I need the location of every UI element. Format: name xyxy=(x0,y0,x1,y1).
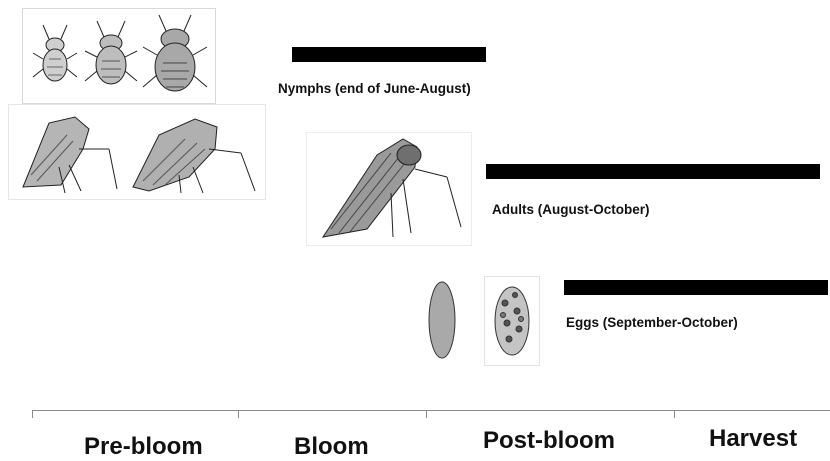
adults-label: Adults (August-October) xyxy=(492,202,650,217)
phase-post-bloom: Post-bloom xyxy=(483,427,615,455)
phase-pre-bloom: Pre-bloom xyxy=(84,433,203,461)
eggs-bar xyxy=(564,280,828,295)
axis-tick xyxy=(426,410,427,418)
phase-axis xyxy=(32,410,830,411)
phase-harvest: Harvest xyxy=(709,425,797,453)
nymphs-bar xyxy=(292,47,486,62)
egg-mass-icon xyxy=(495,287,529,355)
nymph-side-panel xyxy=(8,104,266,200)
nymph-side-2-icon xyxy=(133,119,255,193)
egg-panel xyxy=(424,274,462,366)
adult-leafhopper-icon xyxy=(323,139,461,237)
nymph-instar-3-icon xyxy=(143,15,207,91)
nymphs-label: Nymphs (end of June-August) xyxy=(278,81,471,96)
egg-icon xyxy=(429,282,455,358)
adults-bar xyxy=(486,164,820,179)
axis-tick xyxy=(238,410,239,418)
nymph-instar-1-icon xyxy=(33,25,77,81)
axis-tick xyxy=(32,410,33,418)
nymph-side-1-icon xyxy=(23,117,117,193)
adult-panel xyxy=(306,132,472,246)
eggs-label: Eggs (September-October) xyxy=(566,315,738,330)
phase-bloom: Bloom xyxy=(294,433,369,461)
nymph-top-panel xyxy=(22,8,216,104)
axis-tick xyxy=(674,410,675,418)
egg-mass-panel xyxy=(484,276,540,366)
nymph-instar-2-icon xyxy=(85,21,137,84)
